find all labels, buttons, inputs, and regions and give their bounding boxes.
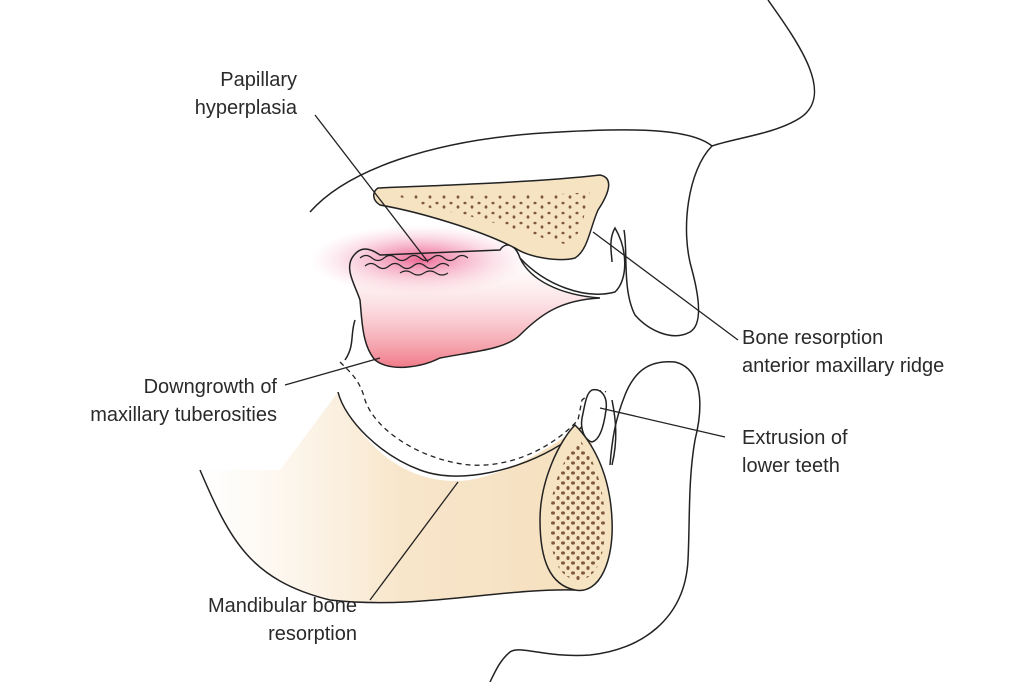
label-downgrowth-tuberosities: Downgrowth of maxillary tuberosities xyxy=(40,373,277,429)
label-line: Extrusion of xyxy=(742,427,848,449)
label-line: Mandibular bone xyxy=(208,595,357,617)
hyperplasia-waves xyxy=(359,254,469,276)
leader-lines xyxy=(284,114,739,601)
label-extrusion-lower-teeth: Extrusion of lower teeth xyxy=(742,424,848,480)
label-line: Papillary xyxy=(220,69,297,91)
palate-outline xyxy=(309,129,713,213)
label-mandibular-bone-resorption: Mandibular bone resorption xyxy=(150,592,357,648)
label-line: Downgrowth of xyxy=(143,376,277,398)
upper-lip-line xyxy=(519,226,626,295)
label-line: Bone resorption xyxy=(742,327,884,349)
label-line: anterior maxillary ridge xyxy=(742,355,945,377)
leader-mandibular xyxy=(369,481,459,601)
leader-downgrowth xyxy=(284,357,381,386)
mandible-outline xyxy=(199,469,576,604)
lower-tooth xyxy=(580,388,608,443)
mandible-soft-tissue xyxy=(200,392,600,603)
maxillary-tuberosity xyxy=(348,244,601,369)
leader-papillary xyxy=(314,114,429,263)
leader-extrusion xyxy=(599,407,726,438)
label-line: hyperplasia xyxy=(194,97,297,119)
label-line: lower teeth xyxy=(742,455,840,477)
nose-outline xyxy=(623,0,816,337)
original-ridge-dashed xyxy=(339,361,607,466)
leader-bone-resorption xyxy=(592,231,739,341)
label-bone-resorption-anterior: Bone resorption anterior maxillary ridge xyxy=(742,324,944,380)
lower-lip-chin-outline xyxy=(489,361,701,682)
label-papillary-hyperplasia: Papillary hyperplasia xyxy=(150,66,297,122)
label-line: resorption xyxy=(268,623,357,645)
label-line: maxillary tuberosities xyxy=(90,404,277,426)
